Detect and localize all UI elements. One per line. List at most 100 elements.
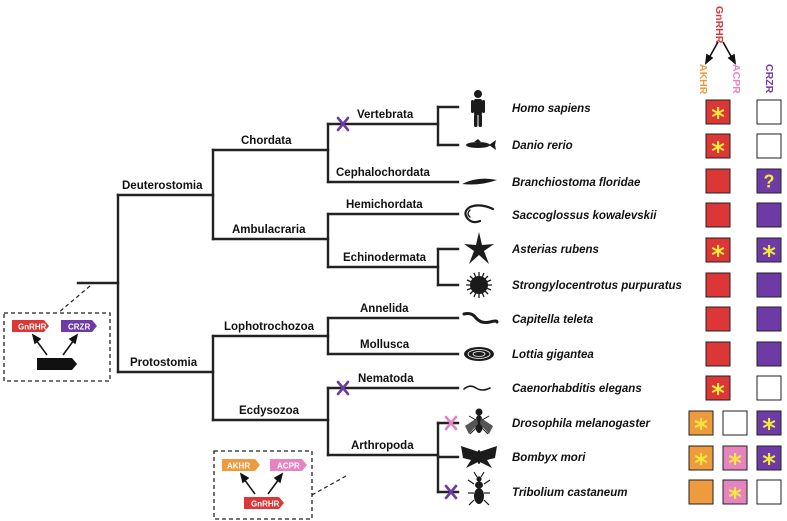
gnrhr-cell [705, 168, 731, 194]
loss-marker-nematoda [336, 380, 350, 396]
arthropod-inset: AKHR ACPR GnRHR [213, 450, 347, 520]
beetle-icon [467, 471, 491, 506]
crzr-cell [756, 306, 782, 332]
species-label: Capitella teleta [512, 314, 594, 326]
species-labels: Homo sapiens Danio rerio Branchiostoma f… [511, 103, 682, 499]
star-symbol: * [711, 241, 725, 271]
moth-icon [461, 446, 497, 468]
gnrhr-cell [705, 306, 731, 332]
crzr-gene-box [61, 320, 97, 332]
crzr-cell [756, 272, 782, 298]
gnrhr-cell [705, 341, 731, 367]
gnrhr-cell [705, 99, 731, 125]
clade-label-lophotrochozoa: Lophotrochozoa [224, 321, 315, 333]
star-symbol: * [728, 483, 742, 513]
species-label: Homo sapiens [512, 103, 591, 115]
clade-label-hemichordata: Hemichordata [346, 199, 423, 211]
star-symbol: * [711, 137, 725, 167]
akhr-gene-box [222, 459, 260, 471]
gene-label: ACPR [277, 462, 300, 471]
clade-label-echinodermata: Echinodermata [343, 252, 427, 264]
species-label: Branchiostoma floridae [512, 177, 641, 189]
ancestral-gene-box [37, 358, 77, 370]
star-symbol: * [694, 449, 708, 479]
star-symbol: * [762, 449, 776, 479]
gnrhr-gene-box [244, 497, 284, 509]
header-crzr: CRZR [763, 64, 775, 94]
gene-label: GnRHR [251, 500, 280, 509]
clade-label-mollusca: Mollusca [360, 339, 410, 351]
crzr-cell [756, 237, 782, 263]
species-label: Strongylocentrotus purpuratus [512, 280, 682, 292]
crzr-cell [756, 375, 782, 401]
star-symbol: * [711, 103, 725, 133]
crzr-cell [756, 479, 782, 505]
akhr-cell [688, 479, 714, 505]
lancelet-icon [462, 178, 497, 185]
star-symbol: * [762, 241, 776, 271]
phylogenetic-tree [76, 105, 460, 494]
clade-label-arthropoda: Arthropoda [351, 440, 414, 452]
crzr-cell [756, 341, 782, 367]
star-symbol: * [728, 449, 742, 479]
acpr-cell [722, 479, 748, 505]
species-label: Lottia gigantea [512, 349, 594, 361]
gene-label: AKHR [227, 462, 250, 471]
loss-marker-tribolium [444, 484, 458, 500]
nematode-icon [463, 385, 491, 391]
gene-label: CRZR [68, 323, 90, 332]
gene-label: GnRHR [18, 323, 47, 332]
species-label: Tribolium castaneum [512, 487, 627, 499]
acpr-gene-box [270, 459, 307, 471]
header-acpr: ACPR [730, 64, 742, 94]
crzr-cell [756, 133, 782, 159]
crzr-cell [756, 202, 782, 228]
gnrhr-gene-box [12, 320, 49, 332]
star-symbol: * [762, 414, 776, 444]
sea-urchin-icon [466, 272, 492, 298]
species-label: Bombyx mori [512, 452, 586, 464]
crzr-cell [756, 410, 782, 436]
crzr-cell [756, 99, 782, 125]
fly-icon [465, 408, 493, 435]
clade-label-nematoda: Nematoda [358, 373, 414, 385]
clade-label-cephalochordata: Cephalochordata [336, 167, 431, 179]
loss-marker-drosophila [444, 415, 458, 431]
akhr-cell [688, 445, 714, 471]
akhr-cell [688, 410, 714, 436]
acpr-cell [722, 410, 748, 436]
acpr-cell [722, 445, 748, 471]
species-label: Caenorhabditis elegans [512, 383, 642, 395]
clade-label-annelida: Annelida [360, 303, 409, 315]
receptor-matrix: **?********* [688, 99, 782, 513]
clade-label-vertebrata: Vertebrata [357, 109, 414, 121]
fish-icon [466, 139, 496, 150]
clade-label-deuterostomia: Deuterostomia [122, 180, 203, 192]
acorn-worm-icon [464, 204, 495, 224]
star-symbol: * [711, 379, 725, 409]
starfish-icon [464, 232, 494, 264]
limpet-icon [464, 347, 494, 361]
star-symbol: * [694, 414, 708, 444]
crzr-cell [756, 445, 782, 471]
gnrhr-cell [705, 133, 731, 159]
species-label: Saccoglossus kowalevskii [512, 210, 657, 222]
clade-label-chordata: Chordata [241, 135, 292, 147]
loss-marker-vertebrata [336, 116, 350, 132]
receptor-headers: GnRHR AKHR ACPR CRZR [697, 6, 775, 95]
species-label: Asterias rubens [511, 244, 599, 256]
clade-label-ambulacraria: Ambulacraria [232, 224, 306, 236]
header-gnrhr: GnRHR [713, 6, 725, 44]
question-mark-symbol: ? [764, 172, 775, 192]
header-akhr: AKHR [697, 64, 709, 95]
gnrhr-cell [705, 202, 731, 228]
human-icon [471, 90, 485, 127]
gnrhr-cell [705, 272, 731, 298]
species-label: Drosophila melanogaster [512, 418, 651, 430]
annelid-worm-icon [462, 312, 499, 324]
gnrhr-cell [705, 375, 731, 401]
species-label: Danio rerio [512, 140, 573, 152]
crzr-cell [756, 168, 782, 194]
ancestral-inset: GnRHR CRZR [3, 285, 111, 382]
